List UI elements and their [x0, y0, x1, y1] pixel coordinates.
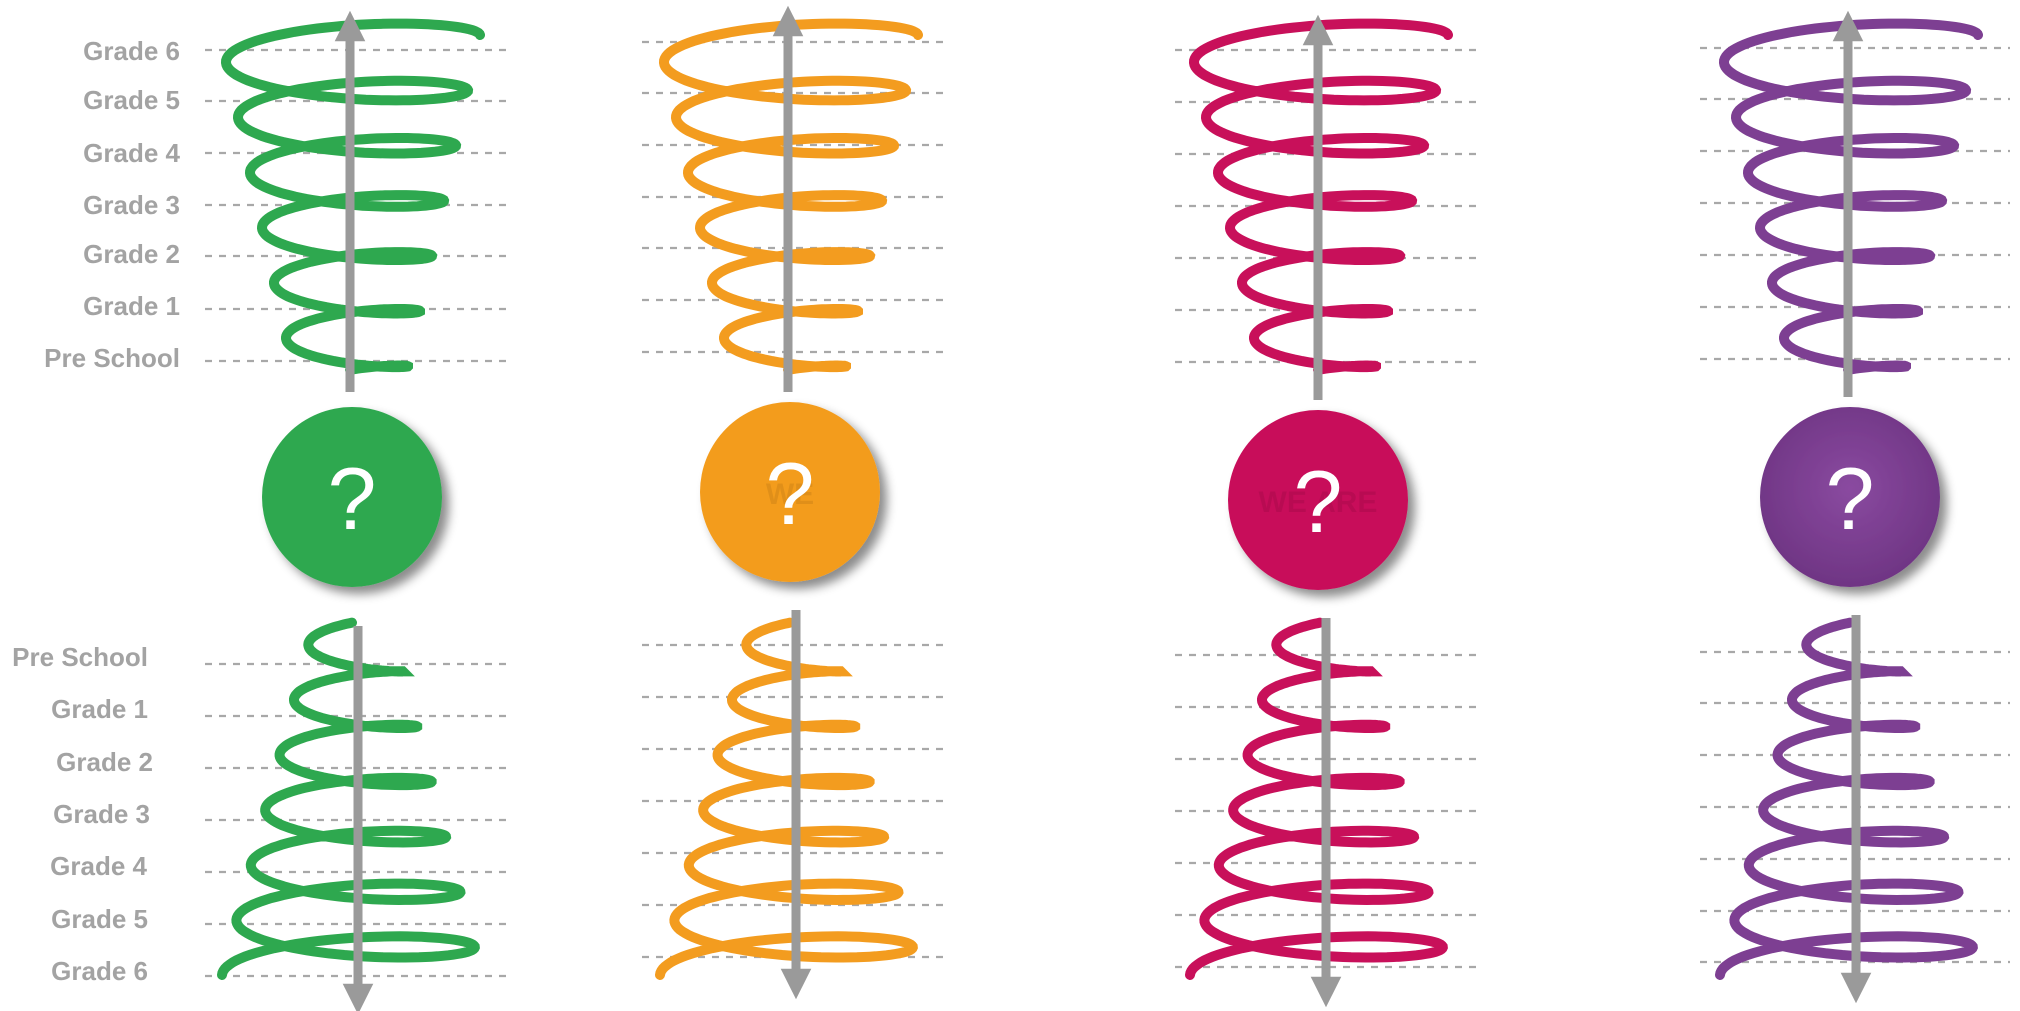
green-bottom-spiral [217, 617, 480, 980]
gridlines [205, 40, 2010, 978]
top-label-grade-6: Grade 6 [83, 36, 180, 66]
orange-question-mark: ? [766, 444, 815, 543]
magenta-question-circle [1228, 410, 1408, 590]
top-label-grade-4: Grade 4 [83, 138, 180, 168]
bottom-label-grade-6: Grade 6 [51, 956, 148, 986]
green-question-mark: ? [328, 449, 377, 548]
top-label-grade-2: Grade 2 [83, 239, 180, 269]
axes [334, 5, 1872, 1011]
green-top-spiral [220, 18, 485, 375]
top-grade-labels: Grade 6 Grade 5 Grade 4 Grade 3 Grade 2 … [44, 36, 180, 373]
top-label-grade-5: Grade 5 [83, 85, 180, 115]
bottom-label-grade-1: Grade 1 [51, 694, 148, 724]
magenta-bottom-spiral [1185, 617, 1448, 980]
bottom-label-grade-5: Grade 5 [51, 904, 148, 934]
orange-top-spiral [658, 18, 923, 375]
purple-top-spiral [1718, 18, 1983, 375]
green-question-circle [262, 407, 442, 587]
orange-faint-text: WE [766, 478, 814, 511]
bottom-label-grade-3: Grade 3 [53, 799, 150, 829]
bottom-label-pre-school: Pre School [12, 642, 148, 672]
magenta-faint-text: WE ARE [1259, 486, 1378, 519]
purple-bottom-spiral [1715, 617, 1978, 980]
top-label-grade-3: Grade 3 [83, 190, 180, 220]
top-label-pre-school: Pre School [44, 343, 180, 373]
purple-question-mark: ? [1826, 449, 1875, 548]
bottom-grade-labels: Pre School Grade 1 Grade 2 Grade 3 Grade… [12, 642, 153, 986]
orange-question-circle [700, 402, 880, 582]
magenta-top-spiral [1188, 18, 1453, 375]
question-circles: ?WE?WE ARE?? [262, 402, 1940, 590]
spirals [217, 18, 1983, 980]
magenta-question-mark: ? [1294, 452, 1343, 551]
orange-bottom-spiral [655, 617, 918, 980]
bottom-label-grade-4: Grade 4 [50, 851, 147, 881]
bottom-label-grade-2: Grade 2 [56, 747, 153, 777]
purple-question-circle [1760, 407, 1940, 587]
top-label-grade-1: Grade 1 [83, 291, 180, 321]
